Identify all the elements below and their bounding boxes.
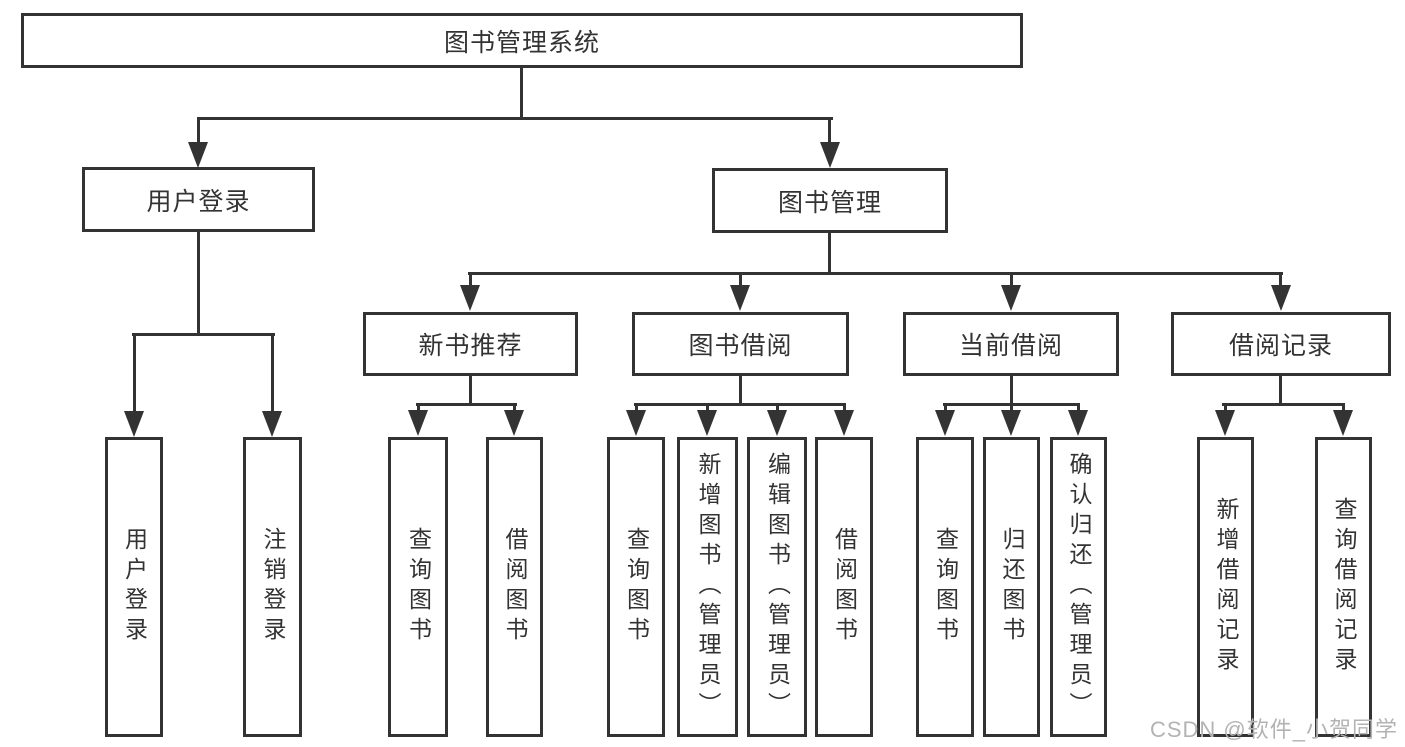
- leaf-label: 查询图书: [932, 527, 959, 647]
- leaf-borrow-books-recommend: 借阅图书: [486, 437, 543, 737]
- leaf-logout: 注销登录: [243, 437, 302, 737]
- node-label: 图书借阅: [688, 332, 793, 360]
- connector-segment: [468, 272, 1283, 275]
- connector-segment: [1279, 272, 1282, 288]
- leaf-return-book: 归还图书: [983, 437, 1040, 737]
- leaf-query-books-current: 查询图书: [916, 437, 974, 737]
- connector-segment: [197, 117, 200, 145]
- leaf-label: 借阅图书: [502, 527, 528, 647]
- node-label: 新书推荐: [418, 332, 523, 360]
- node-label: 用户登录: [146, 187, 251, 216]
- connector-segment: [513, 403, 516, 413]
- leaf-label: 借阅图书: [831, 527, 858, 647]
- node-label: 图书管理系统: [443, 28, 600, 57]
- arrowhead-down-icon: [767, 410, 787, 436]
- connector-segment: [776, 403, 779, 413]
- arrowhead-down-icon: [626, 410, 646, 436]
- arrowhead-down-icon: [1215, 410, 1235, 436]
- arrowhead-down-icon: [1068, 410, 1088, 436]
- connector-segment: [828, 117, 831, 145]
- connector-segment: [469, 376, 472, 406]
- connector-segment: [843, 403, 846, 413]
- connector-segment: [271, 333, 274, 413]
- arrowhead-down-icon: [730, 285, 750, 311]
- leaf-label: 查询借阅记录: [1331, 497, 1357, 677]
- arrowhead-down-icon: [820, 142, 840, 168]
- leaf-query-books-recommend: 查询图书: [388, 437, 448, 737]
- connector-segment: [635, 403, 638, 413]
- connector-segment: [1342, 403, 1345, 413]
- connector-segment: [197, 232, 200, 336]
- connector-segment: [739, 376, 742, 406]
- leaf-query-borrow-record: 查询借阅记录: [1315, 437, 1372, 737]
- leaf-label: 确认归还（管理员）: [1066, 452, 1092, 722]
- arrowhead-down-icon: [188, 142, 208, 168]
- node-borrow-records: 借阅记录: [1171, 312, 1391, 376]
- connector-segment: [739, 272, 742, 288]
- connector-segment: [132, 333, 275, 336]
- leaf-label: 查询图书: [405, 527, 432, 647]
- leaf-add-book-admin: 新增图书（管理员）: [677, 437, 738, 737]
- node-book-borrow: 图书借阅: [632, 312, 849, 376]
- connector-segment: [417, 403, 420, 413]
- connector-segment: [944, 403, 947, 413]
- node-label: 借阅记录: [1228, 332, 1333, 360]
- node-label: 当前借阅: [958, 332, 1063, 360]
- leaf-label: 新增借阅记录: [1213, 497, 1239, 677]
- connector-segment: [133, 333, 136, 413]
- connector-segment: [1222, 403, 1345, 406]
- connector-segment: [416, 403, 517, 406]
- leaf-edit-book-admin: 编辑图书（管理员）: [747, 437, 807, 737]
- connector-segment: [634, 403, 846, 406]
- arrowhead-down-icon: [1271, 285, 1291, 311]
- leaf-borrow-books: 借阅图书: [815, 437, 873, 737]
- leaf-label: 新增图书（管理员）: [695, 452, 721, 722]
- leaf-label: 查询图书: [623, 527, 650, 647]
- arrowhead-down-icon: [834, 410, 854, 436]
- leaf-label: 注销登录: [260, 527, 286, 647]
- leaf-label: 编辑图书（管理员）: [764, 452, 791, 722]
- arrowhead-down-icon: [697, 410, 717, 436]
- node-book-management: 图书管理: [712, 168, 948, 233]
- connector-segment: [1010, 376, 1013, 406]
- node-label: 图书管理: [777, 188, 882, 217]
- csdn-watermark: CSDN @软件_小贺同学: [1149, 717, 1398, 742]
- connector-segment: [1224, 403, 1227, 413]
- leaf-user-login: 用户登录: [105, 437, 163, 737]
- leaf-query-books-borrow: 查询图书: [607, 437, 665, 737]
- arrowhead-down-icon: [262, 411, 282, 437]
- arrowhead-down-icon: [124, 411, 144, 437]
- connector-segment: [1010, 403, 1013, 413]
- connector-segment: [520, 68, 523, 118]
- connector-segment: [1279, 375, 1282, 406]
- connector-segment: [469, 272, 472, 288]
- node-root-library-system: 图书管理系统: [21, 13, 1023, 68]
- arrowhead-down-icon: [504, 410, 524, 436]
- connector-segment: [828, 233, 831, 275]
- connector-segment: [706, 403, 709, 413]
- leaf-label: 用户登录: [121, 527, 148, 647]
- leaf-add-borrow-record: 新增借阅记录: [1197, 437, 1254, 737]
- leaf-confirm-return-admin: 确认归还（管理员）: [1050, 437, 1107, 737]
- node-new-book-recommend: 新书推荐: [363, 312, 578, 376]
- leaf-label: 归还图书: [999, 527, 1025, 647]
- arrowhead-down-icon: [1001, 410, 1021, 436]
- node-current-borrow: 当前借阅: [903, 312, 1119, 376]
- arrowhead-down-icon: [1001, 285, 1021, 311]
- connector-segment: [1077, 403, 1080, 413]
- arrowhead-down-icon: [408, 410, 428, 436]
- arrowhead-down-icon: [460, 285, 480, 311]
- arrowhead-down-icon: [1333, 410, 1353, 436]
- connector-segment: [197, 117, 833, 120]
- node-user-login: 用户登录: [82, 167, 315, 232]
- connector-segment: [1010, 272, 1013, 288]
- arrowhead-down-icon: [935, 410, 955, 436]
